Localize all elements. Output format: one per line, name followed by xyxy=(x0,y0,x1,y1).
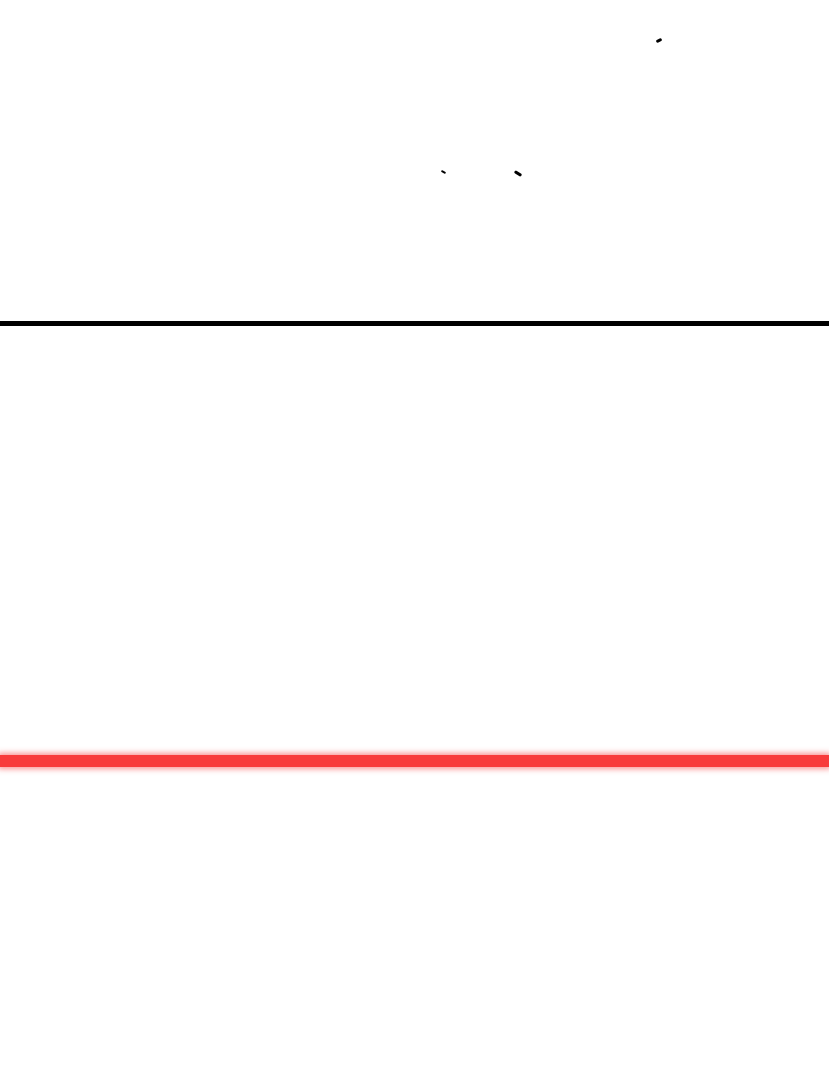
black-horizontal-line xyxy=(0,321,829,326)
red-glowing-line xyxy=(0,755,829,767)
ink-speck xyxy=(440,169,447,175)
ink-speck xyxy=(513,170,523,177)
ink-speck xyxy=(655,37,663,44)
